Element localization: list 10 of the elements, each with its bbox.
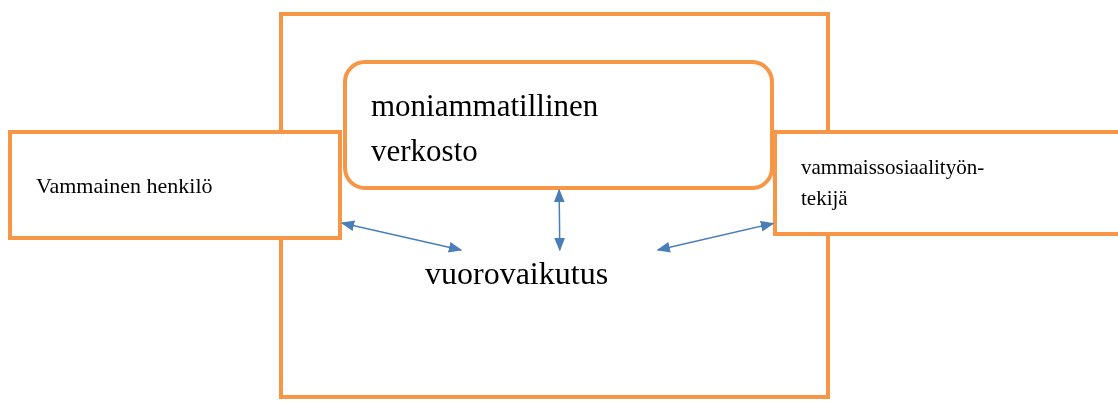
arrow	[340, 220, 463, 253]
arrow	[553, 188, 566, 252]
rounded-box	[343, 60, 774, 190]
process-box	[773, 130, 1118, 236]
arrow	[656, 220, 775, 253]
node-label: Vammainen henkilö	[36, 171, 213, 200]
node-label: vammaissosiaalityön-tekijä	[801, 153, 986, 212]
node-label: vuorovaikutus	[425, 253, 609, 293]
process-box	[8, 130, 342, 240]
node-label: moniammatillinen verkosto	[371, 88, 599, 168]
